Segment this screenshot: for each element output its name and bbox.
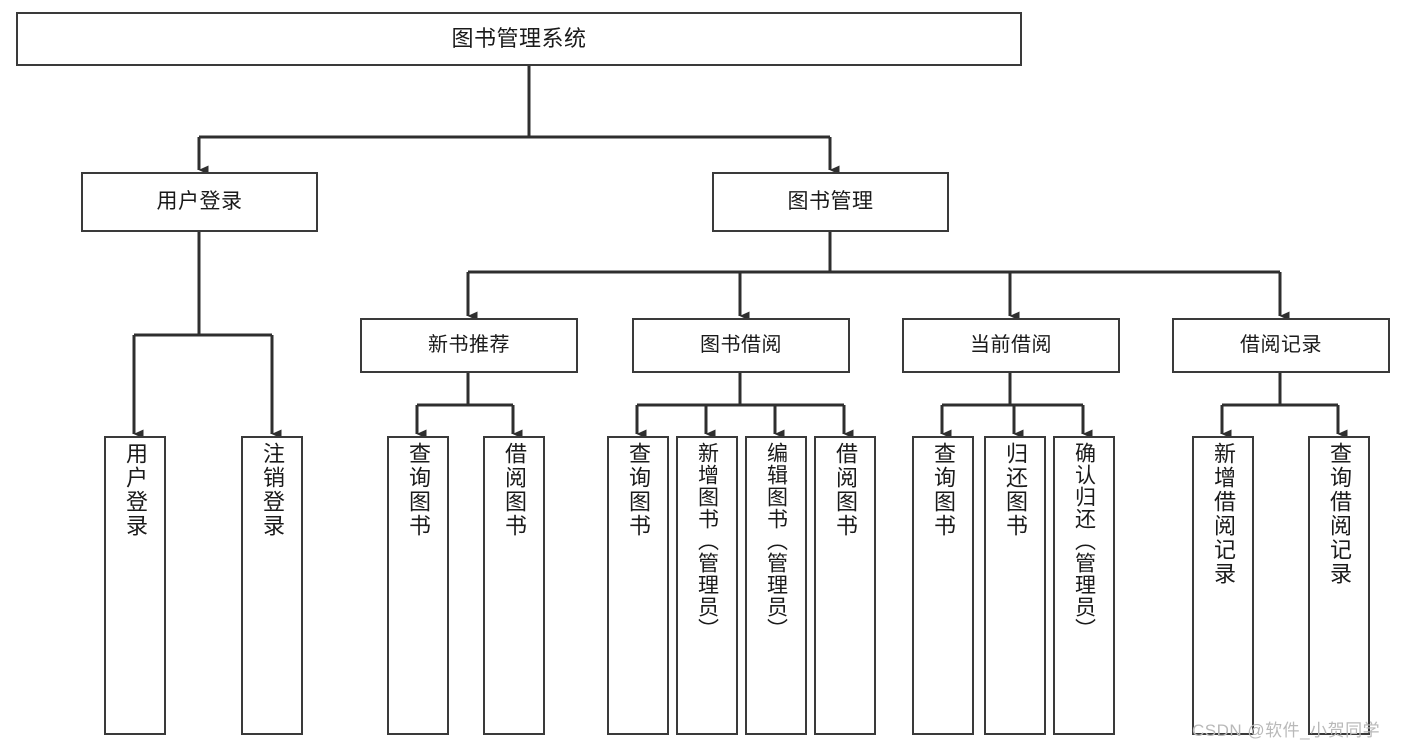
node-leaf-user-login: 用户登录 — [104, 436, 166, 735]
node-borrow-record: 借阅记录 — [1172, 318, 1390, 373]
watermark-text: CSDN @软件_小贺同学 — [1192, 721, 1381, 740]
node-current-borrow-label: 当前借阅 — [970, 334, 1052, 357]
node-leaf-query-book-2-label: 查询图书 — [626, 442, 651, 538]
node-leaf-return-book: 归还图书 — [984, 436, 1046, 735]
node-leaf-borrow-book-1-label: 借阅图书 — [502, 442, 527, 538]
node-book-borrow-label: 图书借阅 — [700, 334, 782, 357]
node-leaf-query-record: 查询借阅记录 — [1308, 436, 1370, 735]
node-leaf-query-book-2: 查询图书 — [607, 436, 669, 735]
connector-lines — [132, 66, 1348, 439]
node-user-login-label: 用户登录 — [156, 190, 243, 214]
node-new-book-recommend-label: 新书推荐 — [428, 334, 510, 357]
node-leaf-add-record-label: 新增借阅记录 — [1211, 442, 1236, 586]
node-new-book-recommend: 新书推荐 — [360, 318, 578, 373]
node-leaf-add-book: 新增图书（管理员） — [676, 436, 738, 735]
node-root-system: 图书管理系统 — [16, 12, 1022, 66]
node-leaf-edit-book-label: 编辑图书（管理员） — [764, 442, 788, 640]
node-user-login: 用户登录 — [81, 172, 318, 232]
node-leaf-borrow-book-2: 借阅图书 — [814, 436, 876, 735]
node-leaf-add-record: 新增借阅记录 — [1192, 436, 1254, 735]
node-leaf-query-book-3: 查询图书 — [912, 436, 974, 735]
node-leaf-edit-book: 编辑图书（管理员） — [745, 436, 807, 735]
node-root-system-label: 图书管理系统 — [451, 25, 587, 51]
node-leaf-add-book-label: 新增图书（管理员） — [695, 442, 719, 640]
node-book-borrow: 图书借阅 — [632, 318, 850, 373]
node-leaf-query-book-3-label: 查询图书 — [931, 442, 956, 538]
node-leaf-query-book-1-label: 查询图书 — [406, 442, 431, 538]
node-leaf-confirm-return-label: 确认归还（管理员） — [1072, 442, 1096, 640]
node-leaf-logout: 注销登录 — [241, 436, 303, 735]
node-current-borrow: 当前借阅 — [902, 318, 1120, 373]
node-leaf-query-book-1: 查询图书 — [387, 436, 449, 735]
node-leaf-return-book-label: 归还图书 — [1003, 442, 1028, 538]
node-leaf-borrow-book-2-label: 借阅图书 — [833, 442, 858, 538]
node-book-manage-label: 图书管理 — [787, 190, 874, 214]
node-leaf-query-record-label: 查询借阅记录 — [1327, 442, 1352, 586]
node-leaf-confirm-return: 确认归还（管理员） — [1053, 436, 1115, 735]
node-leaf-borrow-book-1: 借阅图书 — [483, 436, 545, 735]
node-book-manage: 图书管理 — [712, 172, 949, 232]
node-leaf-logout-label: 注销登录 — [260, 442, 285, 538]
node-leaf-user-login-label: 用户登录 — [123, 442, 148, 538]
node-borrow-record-label: 借阅记录 — [1240, 334, 1322, 357]
